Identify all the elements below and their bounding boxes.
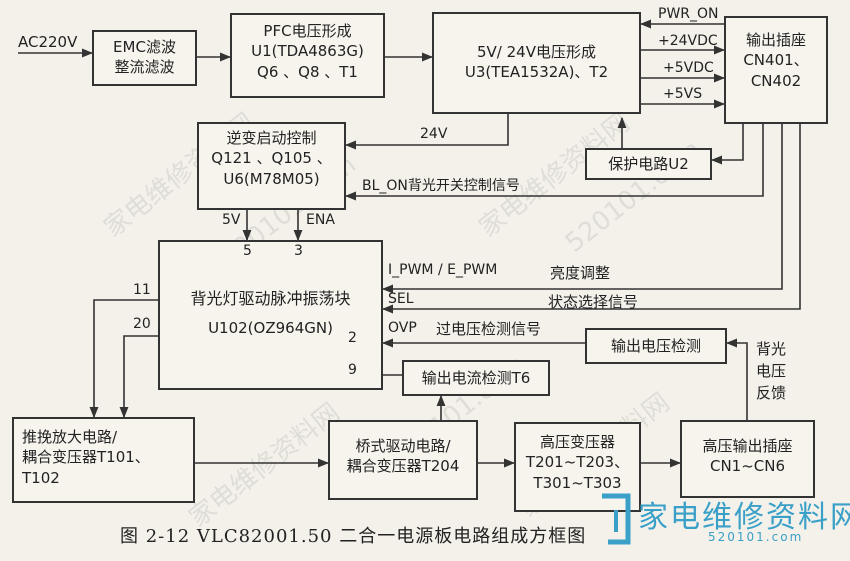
- feedback-label-2: 电压: [756, 362, 787, 380]
- protection-block: 保护电路U2: [585, 148, 712, 180]
- bridge-driver-block: 桥式驱动电路/ 耦合变压器T204: [328, 420, 478, 500]
- pwr-on-label: PWR_ON: [658, 6, 719, 22]
- state-select-label: 状态选择信号: [548, 293, 639, 311]
- pin-3-label: 3: [294, 243, 303, 259]
- wire-24v: [344, 114, 509, 150]
- wire-feedback: [725, 338, 748, 420]
- feedback-label-1: 背光: [756, 340, 787, 358]
- inverter-start-block: 逆变启动控制 Q121 、Q105 、 U6(M78M05): [197, 122, 346, 210]
- current-detect-block: 输出电流检测T6: [402, 360, 550, 396]
- ena-label: ENA: [306, 212, 335, 228]
- i-pwm-label: I_PWM / E_PWM: [388, 262, 498, 278]
- pin-9-label: 9: [348, 362, 357, 378]
- pin-20-label: 20: [133, 316, 151, 332]
- v5vdc-label: +5VDC: [663, 60, 714, 76]
- wire-sel: [381, 124, 801, 314]
- wire-bl-on: [344, 124, 764, 201]
- wire-i-pwm: [381, 124, 783, 294]
- ovp-label: OVP: [388, 320, 417, 336]
- pin-5-label: 5: [243, 243, 252, 259]
- voltage-gen-block: 5V/ 24V电压形成 U3(TEA1532A)、T2: [432, 12, 641, 114]
- output-socket-block: 输出插座 CN401、 CN402: [724, 16, 828, 124]
- brightness-label: 亮度调整: [550, 264, 611, 282]
- v5vs-label: +5VS: [663, 86, 703, 102]
- sel-label: SEL: [388, 291, 414, 307]
- backlight-driver-block: 背光灯驱动脉冲振荡块 U102(OZ964GN): [158, 240, 383, 390]
- pin-2-label: 2: [348, 330, 357, 346]
- wire-pin11: [89, 299, 158, 419]
- logo-url: 520101.com: [708, 530, 804, 544]
- wire-socket-prot: [710, 124, 744, 165]
- v24v-label: 24V: [420, 126, 448, 142]
- ac-input-label: AC220V: [18, 33, 78, 51]
- hv-socket-block: 高压输出插座 CN1~CN6: [680, 420, 815, 498]
- emc-filter-block: EMC滤波 整流滤波: [92, 30, 197, 86]
- push-pull-block: 推挽放大电路/ 耦合变压器T101、 T102: [12, 417, 195, 503]
- feedback-label-3: 反馈: [756, 384, 787, 402]
- logo-text: 家电维修资料网: [638, 500, 850, 535]
- wire-pin20: [119, 335, 158, 419]
- ovp-desc-label: 过电压检测信号: [436, 320, 542, 338]
- pfc-block: PFC电压形成 U1(TDA4863G) Q6 、Q8 、T1: [230, 13, 385, 98]
- bl-on-label: BL_ON背光开关控制信号: [362, 178, 520, 194]
- v5v-label: 5V: [222, 212, 241, 228]
- figure-caption: 图 2-12 VLC82001.50 二合一电源板电路组成方框图: [120, 526, 587, 547]
- site-logo: 家电维修资料网 520101.com: [598, 488, 850, 552]
- logo-mark-icon: [602, 493, 631, 545]
- v24vdc-label: +24VDC: [658, 33, 718, 49]
- voltage-detect-block: 输出电压检测: [585, 328, 727, 364]
- pin-11-label: 11: [133, 282, 151, 298]
